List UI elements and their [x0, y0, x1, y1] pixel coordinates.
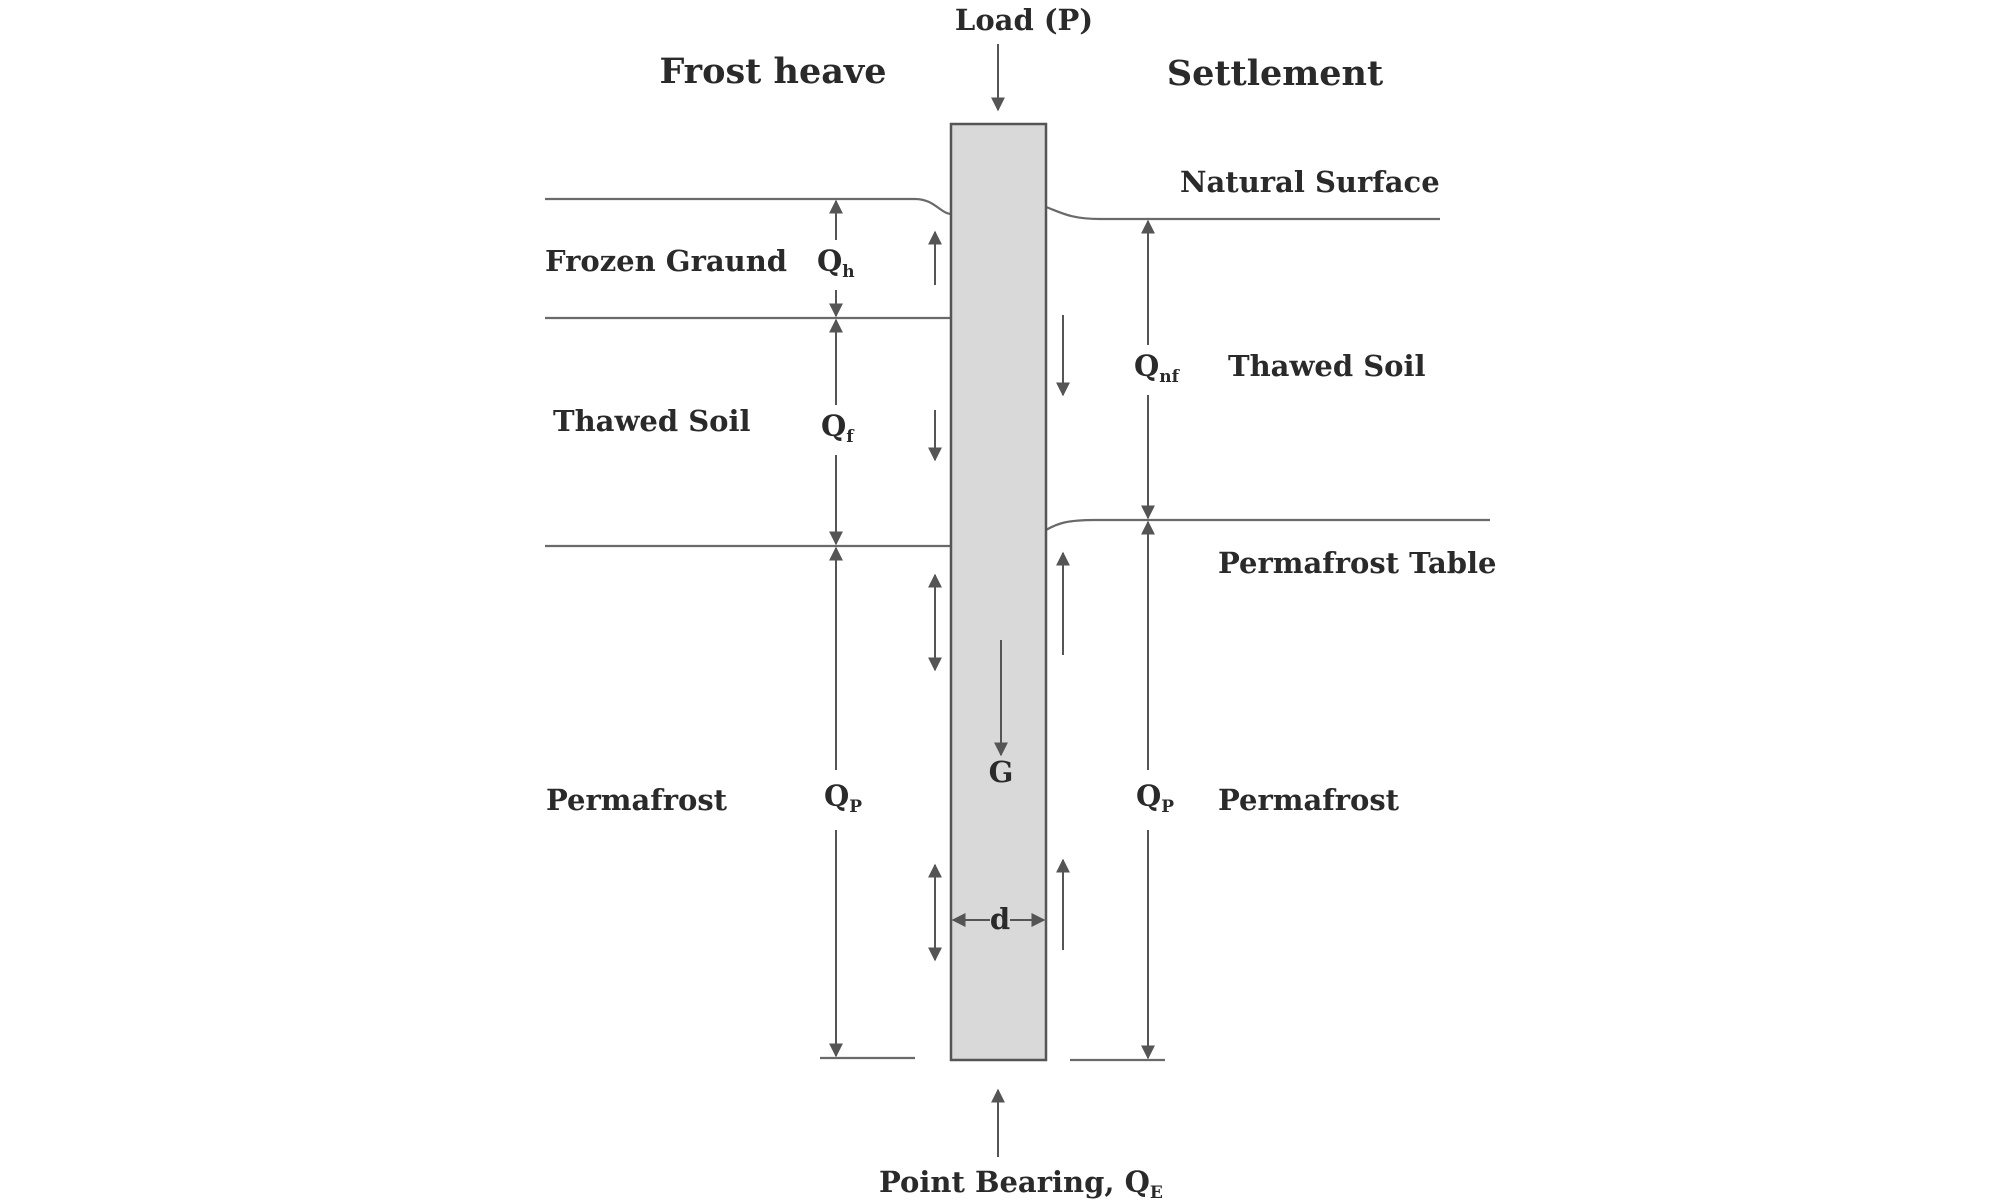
qp-left-symbol: QP [824, 779, 862, 817]
right-permafrost-table-line [1045, 518, 1490, 531]
left-frozen-surface-line [545, 197, 953, 216]
point-bearing-label: Point Bearing, QE [879, 1165, 1163, 1202]
qf-symbol: Qf [821, 409, 855, 447]
qh-symbol: Qh [817, 244, 855, 282]
thawed-soil-left-label: Thawed Soil [553, 404, 751, 438]
permafrost-right-label: Permafrost [1218, 783, 1400, 817]
permafrost-left-label: Permafrost [546, 783, 728, 817]
permafrost-table-label: Permafrost Table [1218, 546, 1497, 580]
frost-heave-title: Frost heave [659, 51, 886, 92]
frozen-ground-label: Frozen Graund [545, 244, 787, 278]
diameter-label: d [990, 902, 1010, 936]
pile [949, 122, 1048, 1062]
right-natural-surface-line [1045, 205, 1440, 221]
weight-label: G [989, 755, 1014, 789]
natural-surface-label: Natural Surface [1180, 165, 1440, 199]
qp-right-symbol: QP [1136, 779, 1174, 817]
settlement-title: Settlement [1167, 53, 1383, 94]
thawed-soil-right-label: Thawed Soil [1228, 349, 1426, 383]
qnf-symbol: Qnf [1134, 349, 1181, 387]
load-label: Load (P) [955, 3, 1093, 37]
